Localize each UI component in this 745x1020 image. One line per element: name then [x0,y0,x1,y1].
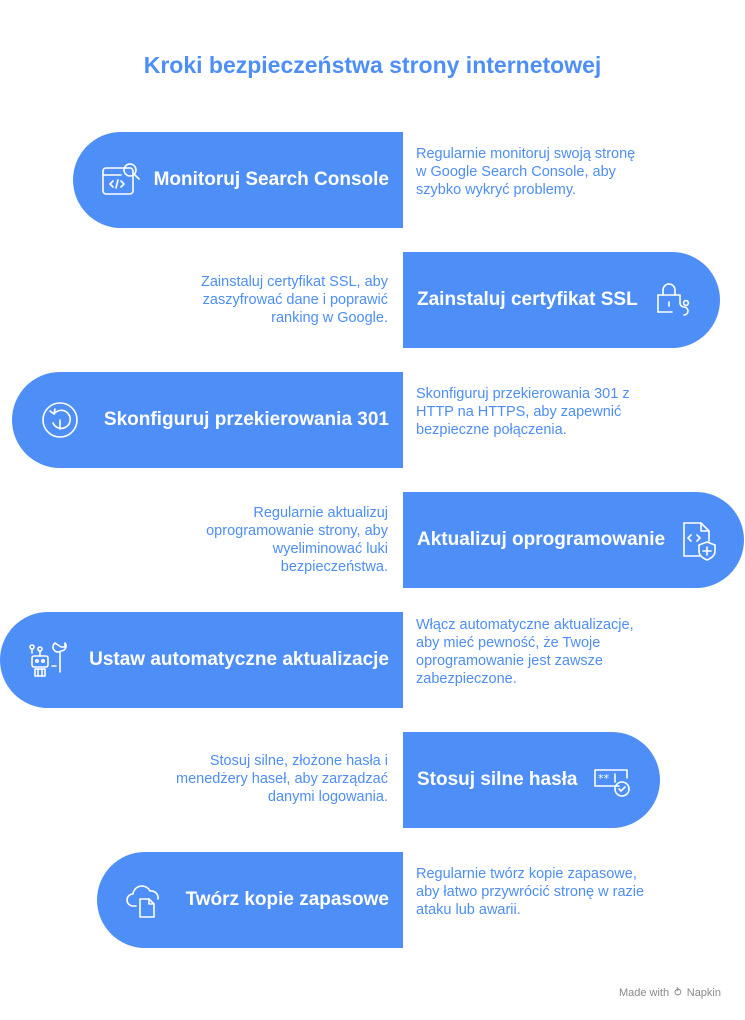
password-check-icon: ** [589,758,633,802]
padlock-icon [650,278,694,322]
step-6-pill: Stosuj silne hasła ** [403,732,660,828]
step-5-pill: Ustaw automatyczne aktualizacje [0,612,403,708]
step-1-description: Regularnie monitoruj swoją stronę w Goog… [416,146,636,198]
step-4-label: Aktualizuj oprogramowanie [417,529,666,550]
napkin-logo-icon: ⥁ [674,987,682,999]
svg-text:**: ** [598,772,610,785]
step-2-pill: Zainstaluj certyfikat SSL [403,252,720,348]
code-file-plus-icon [675,518,719,562]
step-3-label: Skonfiguruj przekierowania 301 [103,409,389,430]
redirect-icon [38,398,82,442]
napkin-brand: Napkin [686,987,721,999]
step-2-description: Zainstaluj certyfikat SSL, aby zaszyfrow… [201,274,388,326]
cloud-backup-icon [123,878,167,922]
made-with-text: Made with [618,987,670,999]
robot-wrench-icon [26,638,70,682]
step-7-label: Twórz kopie zapasowe [185,889,389,910]
step-5-label: Ustaw automatyczne aktualizacje [89,649,389,670]
step-6-label: Stosuj silne hasła [417,769,578,790]
step-7-description: Regularnie twórz kopie zapasowe, aby łat… [416,866,645,918]
step-3-description: Skonfiguruj przekierowania 301 z HTTP na… [416,386,630,438]
step-4-description: Regularnie aktualizuj oprogramowanie str… [206,505,388,575]
step-5-description: Włącz automatyczne aktualizacje, aby mie… [416,617,634,687]
step-2-label: Zainstaluj certyfikat SSL [417,289,638,310]
step-6-description: Stosuj silne, złożone hasła i menedżery … [176,753,388,805]
step-3-pill: Skonfiguruj przekierowania 301 [12,372,403,468]
step-1-pill: Monitoruj Search Console [73,132,403,228]
code-search-icon [99,158,143,202]
made-with-napkin-footer: Made with ⥁ Napkin [619,986,721,999]
page-title: Kroki bezpieczeństwa strony internetowej [143,52,602,78]
step-1-label: Monitoruj Search Console [153,169,389,190]
step-4-pill: Aktualizuj oprogramowanie [403,492,744,588]
step-7-pill: Twórz kopie zapasowe [97,852,403,948]
